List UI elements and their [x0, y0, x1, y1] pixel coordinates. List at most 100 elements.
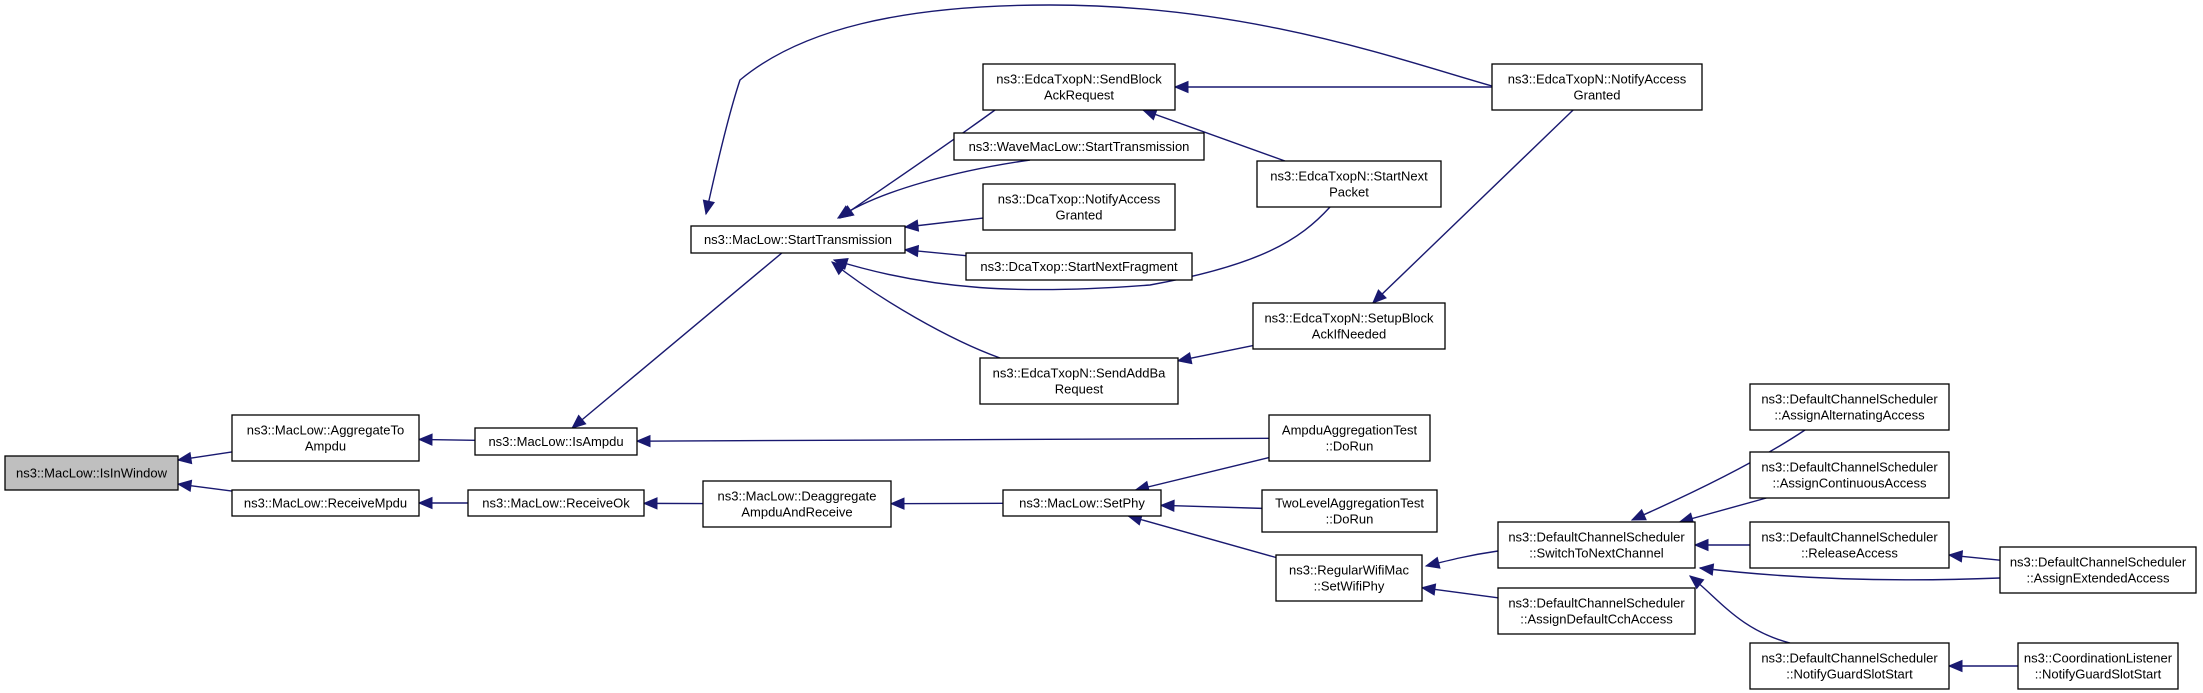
edge-line [833, 206, 1331, 291]
node-DcaStartNextFragment[interactable]: ns3::DcaTxop::StartNextFragment [965, 252, 1193, 281]
node-box [702, 480, 892, 528]
node-AmpduAggTest[interactable]: AmpduAggregationTest::DoRun [1268, 414, 1431, 462]
arrowhead [1630, 508, 1647, 521]
edge-line [1142, 109, 1286, 162]
arrowhead [1173, 80, 1189, 94]
node-SetWifiPhy[interactable]: ns3::RegularWifiMac::SetWifiPhy [1275, 554, 1423, 602]
arrowhead [889, 497, 905, 510]
edge-line [1160, 504, 1263, 510]
edge-AmpduAggTest-to-SetPhy [1134, 456, 1270, 493]
node-label: ns3::MacLow::IsAmpdu [488, 434, 623, 449]
node-box [1491, 63, 1703, 111]
node-label: ::SwitchToNextChannel [1529, 546, 1664, 561]
node-StartTransmission[interactable]: ns3::MacLow::StartTransmission [690, 225, 906, 254]
edge-line [1689, 575, 1791, 644]
node-box [1002, 489, 1162, 517]
node-IsAmpdu[interactable]: ns3::MacLow::IsAmpdu [474, 427, 638, 456]
node-WaveStartTransmission[interactable]: ns3::WaveMacLow::StartTransmission [953, 132, 1205, 161]
edge-Deaggregate-to-ReceiveOk [642, 497, 704, 510]
node-box [1749, 521, 1950, 569]
node-box [1256, 160, 1442, 208]
edge-line [636, 437, 1270, 442]
node-box [965, 252, 1193, 281]
node-ReleaseAccess[interactable]: ns3::DefaultChannelScheduler::ReleaseAcc… [1749, 521, 1950, 569]
node-label: ns3::DefaultChannelScheduler [1508, 596, 1685, 611]
edge-line [1679, 497, 1767, 523]
node-label: ns3::EdcaTxopN::NotifyAccess [1508, 72, 1687, 87]
arrowhead [1947, 550, 1964, 563]
arrowhead [417, 433, 433, 446]
node-label: ::DoRun [1326, 512, 1374, 527]
node-label: ::AssignExtendedAccess [2026, 571, 2170, 586]
edge-SendBlockAckRequest-to-StartTransmission [838, 109, 996, 219]
node-label: ns3::EdcaTxopN::StartNext [1270, 169, 1428, 184]
node-box [4, 455, 179, 491]
edge-line [1135, 456, 1270, 491]
node-TwoLevelAggTest[interactable]: TwoLevelAggregationTest::DoRun [1261, 489, 1438, 533]
node-AssignContinuous[interactable]: ns3::DefaultChannelScheduler::AssignCont… [1749, 451, 1950, 499]
node-box [1749, 642, 1950, 690]
edge-AssignExtended-to-SwitchToNextChannel [1698, 563, 2001, 581]
node-NotifyGuardSlotStart[interactable]: ns3::DefaultChannelScheduler::NotifyGuar… [1749, 642, 1950, 690]
arrowhead [1159, 499, 1175, 513]
node-label: ns3::RegularWifiMac [1289, 563, 1409, 578]
node-AssignAlternating[interactable]: ns3::DefaultChannelScheduler::AssignAlte… [1749, 383, 1950, 431]
node-label: AmpduAndReceive [741, 505, 852, 520]
node-label: Request [1055, 382, 1104, 397]
edge-line [839, 109, 996, 219]
node-CoordNotifyGuard[interactable]: ns3::CoordinationListener::NotifyGuardSl… [2017, 642, 2179, 690]
node-SwitchToNextChannel[interactable]: ns3::DefaultChannelScheduler::SwitchToNe… [1497, 521, 1696, 569]
node-AssignDefaultCch[interactable]: ns3::DefaultChannelScheduler::AssignDefa… [1497, 587, 1696, 635]
arrowhead [1141, 108, 1158, 121]
node-label: Granted [1574, 88, 1621, 103]
arrowhead [176, 479, 193, 493]
edge-line [705, 4, 1493, 215]
node-label: ::SetWifiPhy [1314, 579, 1385, 594]
node-label: ns3::DefaultChannelScheduler [1761, 392, 1938, 407]
edge-AssignContinuous-to-SwitchToNextChannel [1678, 497, 1767, 525]
arrowhead [1371, 289, 1387, 304]
node-label: ::AssignContinuousAccess [1773, 476, 1927, 491]
node-label: ns3::DefaultChannelScheduler [1761, 460, 1938, 475]
node-ReceiveOk[interactable]: ns3::MacLow::ReceiveOk [467, 489, 645, 517]
edge-AssignExtended-to-ReleaseAccess [1947, 550, 2001, 563]
node-AssignExtended[interactable]: ns3::DefaultChannelScheduler::AssignExte… [1999, 546, 2197, 594]
node-label: ns3::WaveMacLow::StartTransmission [969, 139, 1190, 154]
edge-line [1631, 429, 1806, 521]
node-box [982, 183, 1176, 231]
edge-IsAmpdu-to-AggregateToAmpdu [417, 433, 476, 446]
node-box [231, 414, 420, 462]
node-ReceiveMpdu[interactable]: ns3::MacLow::ReceiveMpdu [231, 489, 420, 517]
edge-line [831, 261, 1001, 359]
edge-line [1128, 515, 1277, 559]
arrowhead [1688, 575, 1705, 590]
arrowhead [1424, 556, 1441, 569]
node-SetPhy[interactable]: ns3::MacLow::SetPhy [1002, 489, 1162, 517]
node-IsInWindow[interactable]: ns3::MacLow::IsInWindow [4, 455, 179, 491]
edge-line [571, 252, 783, 429]
node-label: ns3::EdcaTxopN::SendAddBa [993, 366, 1166, 381]
node-label: ::DoRun [1326, 439, 1374, 454]
edge-AssignDefaultCch-to-SetWifiPhy [1420, 583, 1499, 599]
arrowhead [642, 497, 658, 510]
edge-StartNextPacket-to-StartTransmission [832, 206, 1331, 291]
arrowhead [836, 205, 853, 219]
edge-AggregateToAmpdu-to-IsInWindow [176, 451, 233, 465]
edge-AmpduAggTest-to-IsAmpdu [635, 434, 1270, 448]
call-graph-nodes: ns3::MacLow::IsInWindow ns3::MacLow::Aggr… [4, 63, 2197, 690]
node-label: ns3::MacLow::ReceiveMpdu [244, 496, 407, 511]
node-label: ::NotifyGuardSlotStart [1786, 667, 1913, 682]
node-box [1999, 546, 2197, 594]
node-label: ::AssignDefaultCchAccess [1520, 612, 1673, 627]
node-label: ::ReleaseAccess [1801, 546, 1898, 561]
node-label: ns3::DefaultChannelScheduler [2010, 555, 2187, 570]
